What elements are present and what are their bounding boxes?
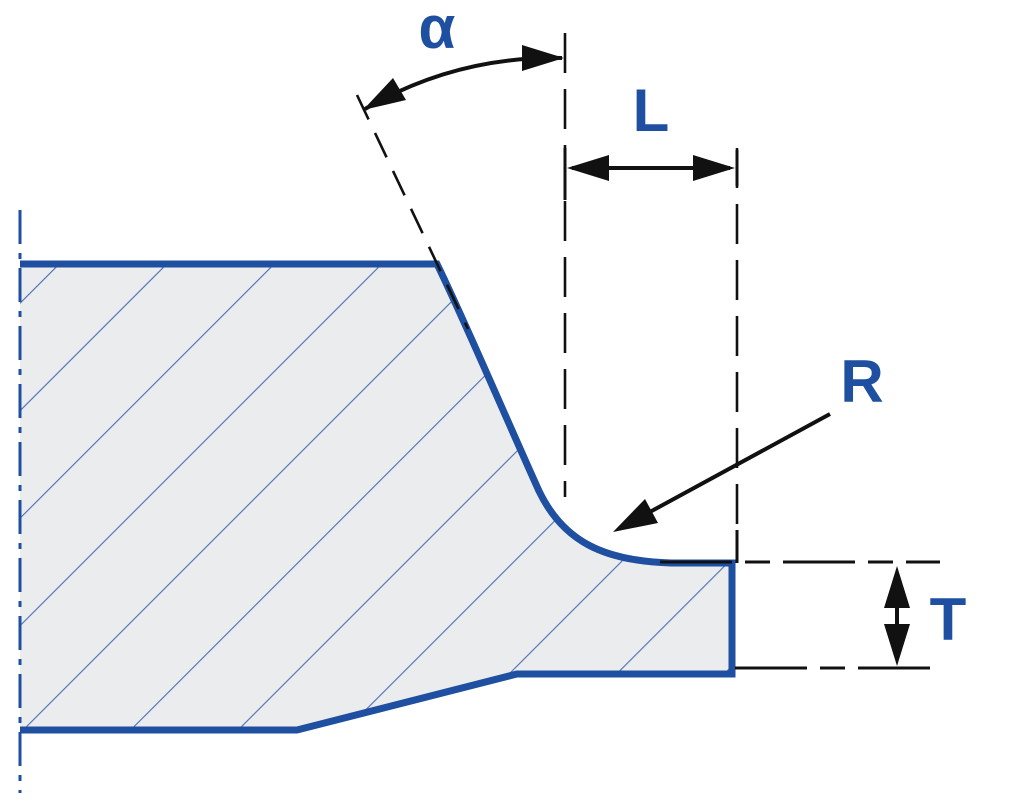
length-arrowhead-left	[567, 155, 609, 181]
radius-label: R	[840, 348, 884, 415]
radius-arrowhead	[613, 499, 658, 532]
length-label: L	[632, 77, 670, 144]
alpha-arrowhead-right	[522, 45, 564, 71]
thickness-label: T	[929, 586, 967, 653]
part-cross-section-fill	[20, 264, 732, 730]
thickness-arrowhead-up	[884, 566, 910, 608]
bevel-extension-line	[355, 94, 470, 330]
radius-leader-line	[647, 412, 831, 515]
thickness-arrowhead-down	[884, 624, 910, 666]
alpha-label: α	[418, 0, 456, 61]
length-arrowhead-right	[693, 155, 735, 181]
alpha-arrowhead-left	[363, 78, 406, 110]
